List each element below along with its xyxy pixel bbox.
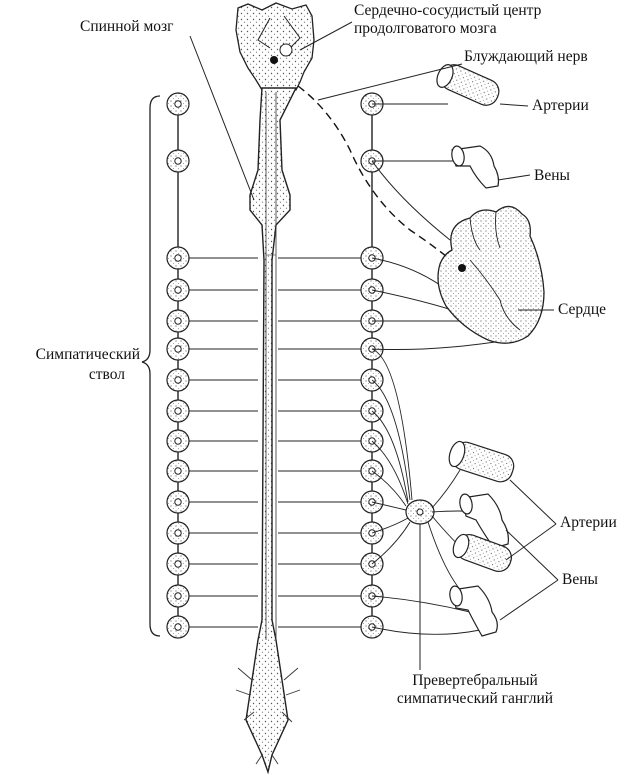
ganglion-core bbox=[174, 592, 182, 600]
label-heart: Сердце bbox=[558, 301, 607, 318]
ganglion-core bbox=[174, 498, 182, 506]
label-veins-bottom: Вены bbox=[562, 571, 598, 588]
label-sympathetic-trunk-2: ствол bbox=[88, 366, 125, 383]
vein-top bbox=[451, 145, 500, 189]
label-prevertebral-1: Превертебральный bbox=[412, 672, 538, 689]
ganglion-core bbox=[174, 376, 182, 384]
ganglion-core bbox=[174, 254, 182, 262]
label-cardio-center-2: продолговатого мозга bbox=[354, 20, 497, 37]
label-prevertebral-2: симпатический ганглий bbox=[396, 690, 554, 707]
label-arteries-bottom: Артерии bbox=[560, 514, 617, 531]
artery-bottom-2 bbox=[452, 533, 512, 573]
ganglion-core bbox=[174, 467, 182, 475]
vagus-nerve-path bbox=[297, 85, 461, 269]
ganglion-core bbox=[174, 317, 182, 325]
ganglion-core bbox=[174, 157, 182, 165]
label-spinal-cord: Спинной мозг bbox=[80, 18, 174, 35]
ganglion-core bbox=[174, 529, 182, 537]
label-cardio-center-1: Сердечно-сосудистый центр bbox=[354, 2, 542, 19]
vein-bottom-1 bbox=[459, 493, 509, 549]
vein-bottom-2 bbox=[449, 585, 498, 637]
artery-top bbox=[436, 64, 500, 106]
ganglion-core bbox=[174, 100, 182, 108]
ganglion-core bbox=[174, 560, 182, 568]
prevertebral-ganglion bbox=[405, 499, 435, 525]
cardiovascular-center-dot bbox=[270, 56, 278, 64]
ganglion-core bbox=[174, 345, 182, 353]
label-vagus-nerve: Блуждающий нерв bbox=[464, 48, 588, 65]
label-veins-top: Вены bbox=[534, 167, 570, 184]
spinal-cord bbox=[245, 87, 298, 775]
ganglion-core bbox=[174, 407, 182, 415]
ganglion-core bbox=[174, 623, 182, 631]
ganglion-core bbox=[174, 437, 182, 445]
label-sympathetic-trunk-1: Симпатический bbox=[35, 346, 140, 363]
heart-drawing bbox=[437, 205, 545, 344]
artery-bottom-1 bbox=[448, 440, 515, 483]
ganglion-core bbox=[174, 286, 182, 294]
trunk-brace bbox=[141, 95, 161, 637]
label-arteries-top: Артерии bbox=[532, 97, 589, 114]
medulla-oblongata bbox=[235, 2, 315, 91]
